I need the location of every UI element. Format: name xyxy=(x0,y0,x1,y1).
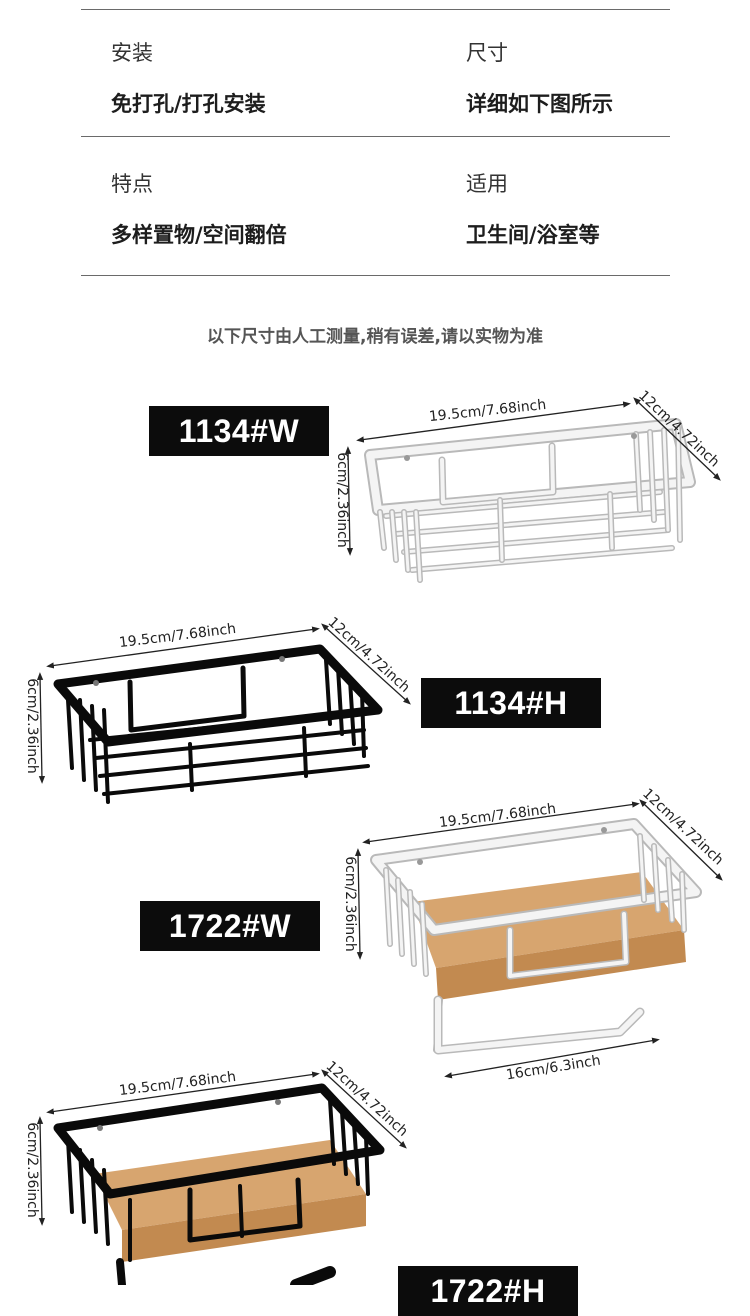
basket-1134w xyxy=(364,418,696,583)
product-illustrations: 19.5cm/7.68inch 12cm/4.72inch 6cm/2.36in… xyxy=(24,388,726,1285)
spec-install-value: 免打孔/打孔安装 xyxy=(111,92,266,116)
dim-width-1722h: 19.5cm/7.68inch xyxy=(118,1069,237,1099)
model-tag-1134h: 1134#H xyxy=(421,678,601,728)
dim-width-1134h: 19.5cm/7.68inch xyxy=(118,621,237,651)
model-tag-1722w: 1722#W xyxy=(140,901,320,951)
table-mid-rule xyxy=(81,136,670,137)
spec-size-label: 尺寸 xyxy=(466,41,508,65)
dim-height-1722h: 6cm/2.36inch xyxy=(24,1122,40,1217)
dim-height-1134h: 6cm/2.36inch xyxy=(24,678,40,773)
spec-install-label: 安装 xyxy=(111,41,153,65)
dim-width-1722w: 19.5cm/7.68inch xyxy=(438,801,557,831)
dim-height-1722w: 6cm/2.36inch xyxy=(342,856,358,951)
dim-height-1134w: 6cm/2.36inch xyxy=(334,452,350,547)
basket-1722w xyxy=(370,818,702,1055)
dim-width-1134w: 19.5cm/7.68inch xyxy=(428,397,547,425)
table-top-rule xyxy=(81,9,670,10)
spec-feature-label: 特点 xyxy=(111,172,153,196)
basket-1134h-rails xyxy=(88,710,370,796)
table-bottom-rule xyxy=(81,275,670,276)
spec-usage-label: 适用 xyxy=(466,172,508,196)
basket-1722h xyxy=(53,1083,385,1285)
spec-size-value: 详细如下图所示 xyxy=(466,92,613,116)
spec-usage-value: 卫生间/浴室等 xyxy=(466,223,600,247)
basket-1134w-rails xyxy=(383,489,675,573)
model-tag-1134w: 1134#W xyxy=(149,406,329,456)
basket-1134h xyxy=(53,644,383,804)
wood-shelf-1722w xyxy=(412,872,684,968)
spec-feature-value: 多样置物/空间翻倍 xyxy=(111,223,287,247)
measurement-note: 以下尺寸由人工测量,稍有误差,请以实物为准 xyxy=(207,327,543,347)
